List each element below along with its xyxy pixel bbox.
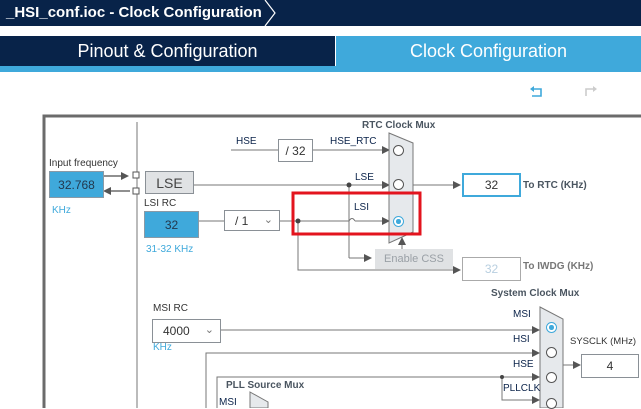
input-frequency-field[interactable]: 32.768: [49, 171, 104, 198]
lsi-rc-label: LSI RC: [144, 198, 177, 209]
hse-rtc-label: HSE_RTC: [330, 136, 377, 147]
lse-block: LSE: [145, 171, 194, 194]
sysclk-label: SYSCLK (MHz): [570, 336, 636, 347]
input-frequency-unit: KHz: [52, 205, 71, 216]
msi-rc-unit: KHz: [153, 342, 172, 353]
window-title: _HSI_conf.ioc - Clock Configuration: [6, 4, 262, 21]
input-frequency-label: Input frequency: [49, 158, 118, 169]
sys-mux-input-hsi: HSI: [513, 334, 530, 345]
chevron-down-icon: ⌄: [204, 324, 214, 336]
tab-pinout-configuration[interactable]: Pinout & Configuration: [0, 36, 335, 66]
to-rtc-field[interactable]: 32: [462, 173, 521, 197]
sys-mux-radio-hsi[interactable]: [546, 347, 557, 358]
to-iwdg-field: 32: [462, 257, 521, 281]
tab-clock-configuration[interactable]: Clock Configuration: [336, 36, 641, 66]
enable-css-button[interactable]: Enable CSS: [375, 249, 453, 269]
title-bar: _HSI_conf.ioc - Clock Configuration: [0, 0, 641, 26]
lsi-rc-range: 31-32 KHz: [146, 244, 194, 255]
pll-source-input-msi: MSI: [219, 397, 237, 408]
rtc-mux-radio-lse[interactable]: [393, 179, 404, 190]
sys-mux-input-pllclk: PLLCLK: [503, 383, 541, 394]
tab-underline: [0, 66, 641, 72]
sys-mux-radio-msi[interactable]: [546, 322, 557, 333]
sysclk-field[interactable]: 4: [581, 354, 639, 378]
pll-source-mux: [249, 391, 269, 408]
rtc-mux-input-lsi: LSI: [354, 202, 370, 213]
msi-rc-dropdown[interactable]: 4000 ⌄: [152, 319, 221, 343]
redo-icon[interactable]: [582, 84, 598, 100]
pll-source-mux-label: PLL Source Mux: [226, 380, 305, 391]
to-iwdg-label: To IWDG (KHz): [523, 261, 594, 272]
to-rtc-label: To RTC (KHz): [523, 180, 587, 191]
undo-icon[interactable]: [529, 84, 545, 100]
hse-label: HSE: [236, 136, 257, 147]
rtc-clock-mux-label: RTC Clock Mux: [362, 120, 436, 131]
breadcrumb-chevron-icon: [264, 0, 276, 26]
lsi-divider-dropdown[interactable]: / 1 ⌄: [224, 210, 280, 231]
rtc-mux-radio-lsi[interactable]: [393, 216, 404, 227]
sys-mux-input-hse: HSE: [513, 359, 534, 370]
highlight-rectangle: [291, 191, 422, 236]
lsi-divider-value: / 1: [235, 213, 249, 228]
chevron-down-icon: ⌄: [263, 214, 273, 226]
rtc-mux-input-lse: LSE: [355, 172, 374, 183]
system-clock-mux-label: System Clock Mux: [491, 288, 580, 299]
sys-mux-radio-hse[interactable]: [546, 372, 557, 383]
hse-rtc-divider: / 32: [278, 139, 313, 162]
msi-rc-value: 4000: [163, 324, 190, 338]
msi-rc-label: MSI RC: [153, 303, 188, 314]
sys-mux-input-msi: MSI: [513, 309, 531, 320]
rtc-mux-radio-hse-rtc[interactable]: [393, 145, 404, 156]
lsi-rc-value: 32: [144, 211, 199, 238]
sys-mux-radio-pllclk[interactable]: [546, 398, 557, 409]
